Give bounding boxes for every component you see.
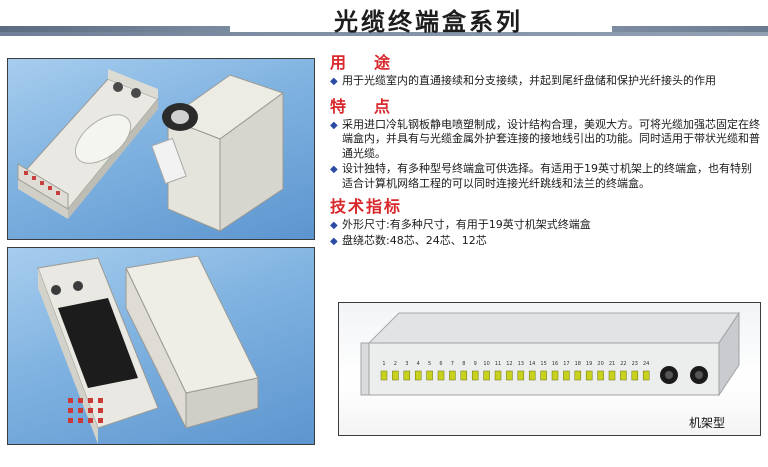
section-heading: 技术指标 bbox=[330, 197, 403, 216]
port-number-label: 8 bbox=[462, 361, 465, 367]
diamond-bullet-icon: ◆ bbox=[330, 76, 338, 87]
port-number-label: 13 bbox=[518, 361, 524, 367]
port-number-label: 6 bbox=[439, 361, 442, 367]
fiber-adapter-port bbox=[574, 370, 582, 381]
photo-splice-box-with-cover bbox=[7, 247, 315, 445]
splice-box-illustration bbox=[37, 255, 259, 444]
port-number-label: 18 bbox=[575, 361, 581, 367]
diamond-bullet-icon: ◆ bbox=[330, 235, 338, 247]
port-number-label: 1 bbox=[382, 361, 385, 367]
section-heading: 特 点 bbox=[330, 96, 397, 116]
port-number-label: 21 bbox=[609, 361, 615, 367]
port-number-label: 11 bbox=[495, 361, 501, 367]
port-number-label: 4 bbox=[417, 361, 420, 367]
fiber-adapter-port bbox=[506, 370, 513, 381]
list-item: ◆ 用于光缆室内的直通接续和分支接续，并起到尾纤盘储和保护光纤接头的作用 bbox=[330, 74, 716, 87]
fiber-adapter-port bbox=[414, 370, 422, 381]
photo-wall-mount-box-open bbox=[7, 58, 315, 240]
port-number-label: 2 bbox=[394, 361, 397, 367]
port-number-label: 22 bbox=[620, 361, 626, 367]
page-title: 光缆终端盒系列 bbox=[334, 8, 523, 36]
fiber-adapter-port bbox=[642, 370, 650, 381]
port-number-label: 20 bbox=[597, 361, 603, 367]
fiber-adapter-port bbox=[631, 370, 639, 381]
port-number-label: 24 bbox=[643, 361, 649, 367]
rack-type-caption: 机架型 bbox=[689, 416, 726, 430]
port-number-label: 17 bbox=[563, 361, 569, 367]
port-number-label: 16 bbox=[552, 361, 558, 367]
port-number-label: 9 bbox=[474, 361, 477, 367]
fiber-adapter-port bbox=[597, 370, 604, 381]
port-number-label: 10 bbox=[483, 361, 489, 367]
fiber-adapter-port bbox=[437, 370, 445, 381]
fiber-adapter-port bbox=[449, 370, 456, 381]
list-item: ◆ 盘绕芯数:48芯、24芯、12芯 bbox=[330, 233, 487, 247]
fiber-adapter-port bbox=[563, 370, 570, 381]
fiber-adapter-port bbox=[426, 370, 433, 381]
section-purpose: 用 途 ◆ 用于光缆室内的直通接续和分支接续，并起到尾纤盘储和保护光纤接头的作用 bbox=[330, 52, 760, 89]
fiber-adapter-port bbox=[403, 370, 411, 381]
fiber-adapter-port bbox=[551, 370, 559, 381]
diamond-bullet-icon: ◆ bbox=[330, 220, 338, 231]
fiber-adapter-port bbox=[585, 370, 593, 381]
fiber-adapter-port bbox=[540, 370, 547, 381]
port-number-label: 7 bbox=[451, 361, 454, 367]
fiber-adapter-port bbox=[517, 370, 525, 381]
fiber-adapter-port bbox=[471, 370, 479, 381]
list-item: ◆ 设计独特，有多种型号终端盒可供选择。有适用于19英寸机架上的终端盒，也有特别… bbox=[330, 162, 752, 190]
port-number-label: 19 bbox=[586, 361, 592, 367]
port-number-label: 12 bbox=[506, 361, 512, 367]
port-number-label: 5 bbox=[428, 361, 431, 367]
port-number-label: 14 bbox=[529, 361, 535, 367]
section-heading: 用 途 bbox=[330, 53, 397, 72]
fiber-adapter-port bbox=[483, 370, 490, 381]
fiber-adapter-port bbox=[392, 370, 399, 381]
header-band-right bbox=[612, 26, 768, 32]
port-number-label: 15 bbox=[540, 361, 546, 367]
fiber-adapter-port bbox=[620, 370, 627, 381]
list-item: ◆ 采用进口冷轧钢板静电喷塑制成，设计结构合理，美观大方。可将光缆加强芯固定在终… bbox=[330, 117, 760, 160]
fiber-adapter-port bbox=[460, 370, 468, 381]
diamond-bullet-icon: ◆ bbox=[330, 164, 338, 175]
diamond-bullet-icon: ◆ bbox=[330, 119, 338, 131]
wall-mount-box-illustration bbox=[17, 69, 285, 232]
fiber-adapter-port bbox=[608, 370, 616, 381]
section-specs: 技术指标 ◆ 外形尺寸:有多种尺寸，有用于19英寸机架式终端盒 ◆ 盘绕芯数:4… bbox=[330, 196, 760, 248]
fiber-adapter-port bbox=[380, 370, 388, 381]
fiber-adapter-port bbox=[494, 370, 502, 381]
header-band bbox=[0, 32, 768, 36]
port-number-label: 3 bbox=[405, 361, 408, 367]
fiber-adapter-port bbox=[528, 370, 536, 381]
spec-column: 用 途 ◆ 用于光缆室内的直通接续和分支接续，并起到尾纤盘储和保护光纤接头的作用… bbox=[330, 52, 760, 249]
list-item: ◆ 外形尺寸:有多种尺寸，有用于19英寸机架式终端盒 bbox=[330, 218, 591, 231]
header-band-left bbox=[0, 26, 230, 32]
section-features: 特 点 ◆ 采用进口冷轧钢板静电喷塑制成，设计结构合理，美观大方。可将光缆加强芯… bbox=[330, 96, 760, 192]
port-number-label: 23 bbox=[632, 361, 638, 367]
